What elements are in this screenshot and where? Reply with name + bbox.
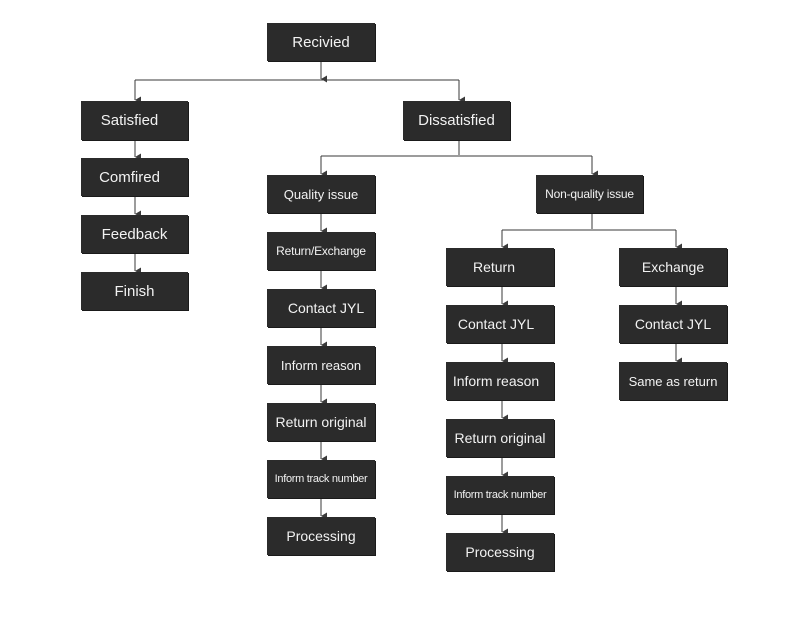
node-nq-return: Return bbox=[446, 248, 554, 286]
node-nq-exchange-contact: Contact JYL bbox=[619, 305, 727, 343]
node-nq-return-track-number: Inform track number bbox=[446, 476, 554, 514]
node-feedback: Feedback bbox=[81, 215, 188, 253]
node-confirmed: Comfired bbox=[81, 158, 188, 196]
node-dissatisfied: Dissatisfied bbox=[403, 101, 510, 140]
node-received: Recivied bbox=[267, 23, 375, 61]
node-q-track-number: Inform track number bbox=[267, 460, 375, 498]
node-nq-return-original: Return original bbox=[446, 419, 554, 457]
node-q-contact: Contact JYL bbox=[267, 289, 375, 327]
node-nq-exchange: Exchange bbox=[619, 248, 727, 286]
node-nq-return-contact: Contact JYL bbox=[446, 305, 554, 343]
node-nq-return-inform-reason: Inform reason bbox=[446, 362, 554, 400]
node-q-return-original: Return original bbox=[267, 403, 375, 441]
node-nq-return-processing: Processing bbox=[446, 533, 554, 571]
node-quality-issue: Quality issue bbox=[267, 175, 375, 213]
node-nq-exchange-same: Same as return bbox=[619, 362, 727, 400]
node-satisfied: Satisfied bbox=[81, 101, 188, 140]
node-q-processing: Processing bbox=[267, 517, 375, 555]
node-q-return-exchange: Return/Exchange bbox=[267, 232, 375, 270]
node-non-quality-issue: Non-quality issue bbox=[536, 175, 643, 213]
node-q-inform-reason: Inform reason bbox=[267, 346, 375, 384]
node-finish: Finish bbox=[81, 272, 188, 310]
